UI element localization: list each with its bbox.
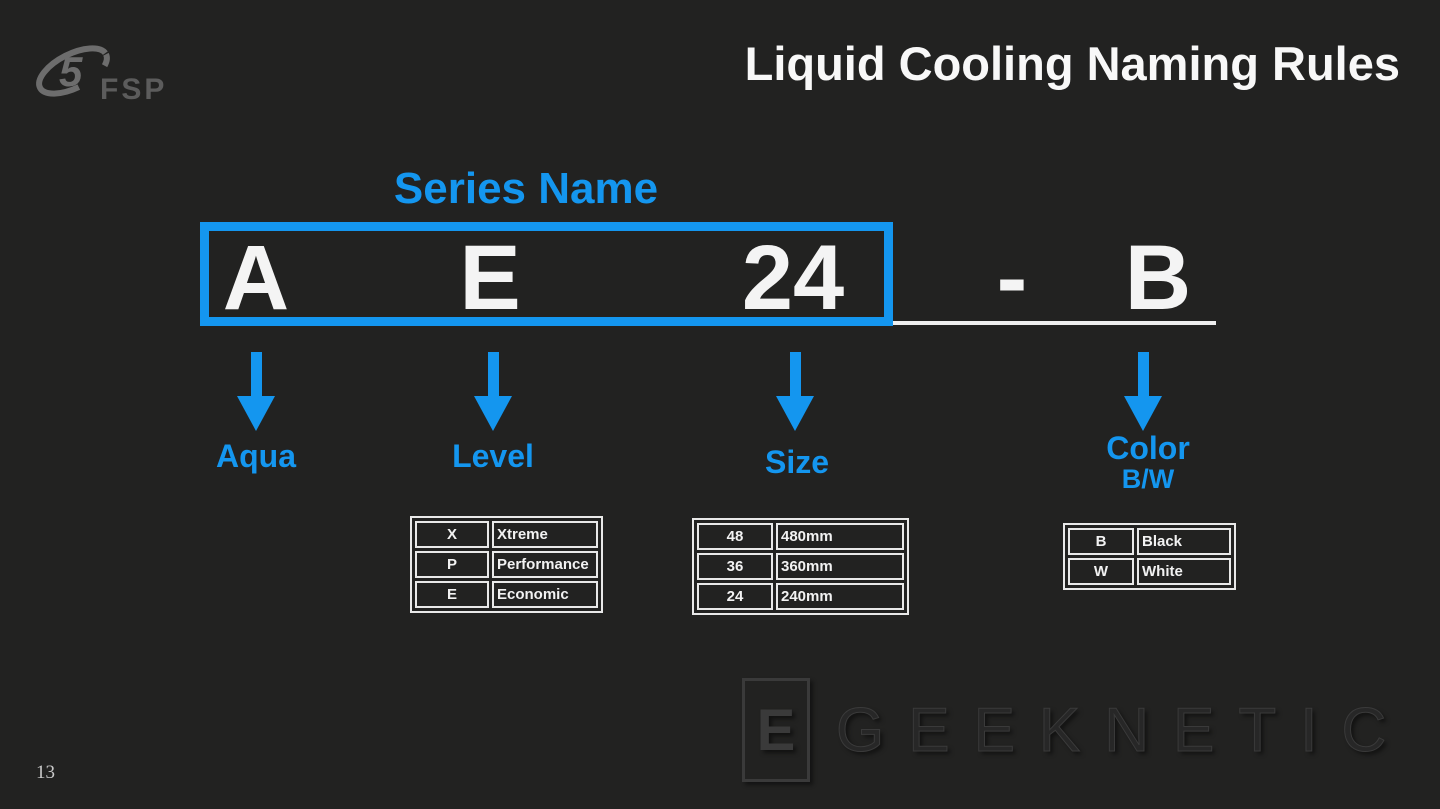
- geeknetic-watermark: E GEEKNETIC: [742, 678, 1410, 782]
- segment-color: B: [1124, 227, 1192, 329]
- table-row: X Xtreme: [415, 521, 598, 548]
- geeknetic-watermark-text: GEEKNETIC: [835, 695, 1411, 765]
- down-arrow-icon: [1123, 352, 1163, 431]
- label-color-options: B/W: [1121, 464, 1175, 494]
- segment-aqua: A: [222, 227, 290, 329]
- geeknetic-badge-icon: E: [742, 678, 810, 782]
- color-table: B Black W White: [1063, 523, 1236, 590]
- fsp-brand-text: FSP: [100, 73, 168, 106]
- page-title: Liquid Cooling Naming Rules: [744, 37, 1400, 90]
- suffix-underline: [893, 321, 1216, 325]
- series-name-box: [200, 222, 893, 326]
- table-row: B Black: [1068, 528, 1231, 555]
- label-aqua: Aqua: [216, 438, 296, 474]
- fsp-logo: 5 FSP: [30, 40, 200, 110]
- segment-level: E: [459, 227, 521, 329]
- table-row: 36 360mm: [697, 553, 904, 580]
- table-row: 48 480mm: [697, 523, 904, 550]
- segment-separator: -: [996, 227, 1028, 329]
- level-table: X Xtreme P Performance E Economic: [410, 516, 603, 613]
- segment-size: 24: [741, 227, 845, 329]
- label-size: Size: [764, 444, 830, 480]
- down-arrow-icon: [473, 352, 513, 431]
- down-arrow-icon: [775, 352, 815, 431]
- page-number: 13: [36, 762, 55, 783]
- down-arrow-icon: [236, 352, 276, 431]
- size-table: 48 480mm 36 360mm 24 240mm: [692, 518, 909, 615]
- series-name-label: Series Name: [393, 164, 659, 213]
- table-row: E Economic: [415, 581, 598, 608]
- label-color: Color: [1106, 430, 1190, 466]
- table-row: 24 240mm: [697, 583, 904, 610]
- label-level: Level: [452, 438, 534, 474]
- svg-text:5: 5: [59, 48, 83, 95]
- fsp-swoosh-5-icon: 5: [36, 45, 110, 97]
- table-row: W White: [1068, 558, 1231, 585]
- table-row: P Performance: [415, 551, 598, 578]
